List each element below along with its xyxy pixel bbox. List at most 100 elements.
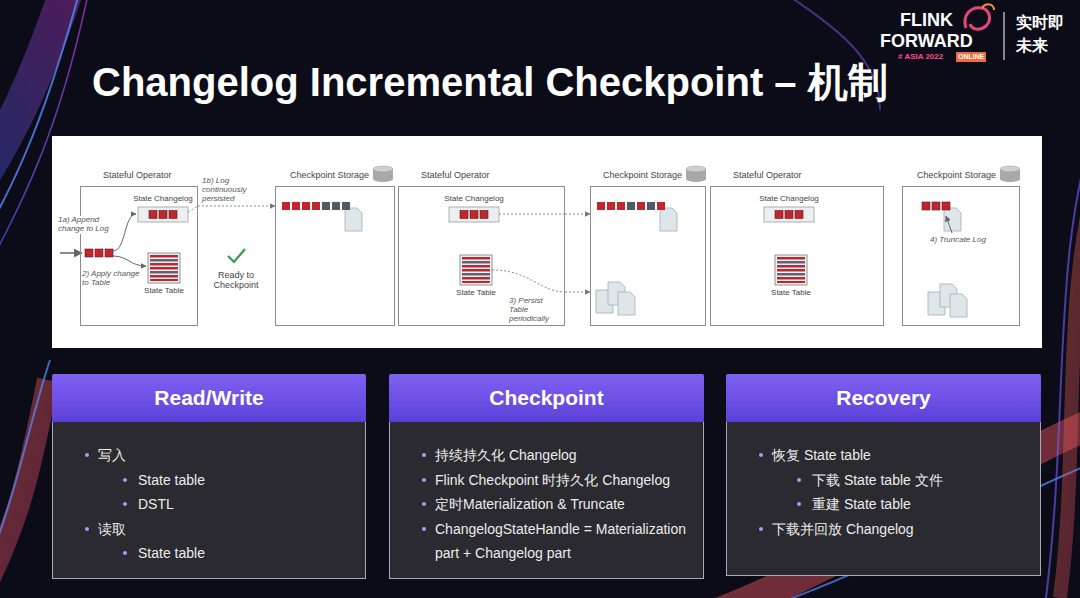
component-label: State Table	[452, 289, 500, 298]
illustration-part	[332, 202, 340, 210]
illustration-part	[282, 202, 290, 210]
component-box: Stateful Operator	[80, 186, 198, 326]
logo-subtext: # ASIA 2022	[898, 53, 943, 62]
illustration-part	[312, 202, 320, 210]
bullet-dot	[123, 478, 127, 482]
illustration-part	[188, 206, 198, 212]
bullet-dot	[85, 453, 89, 457]
bullet-dot	[422, 453, 426, 457]
bullet-item: 重建 State table	[727, 492, 1030, 517]
illustration-part	[0, 360, 50, 560]
illustration-part	[1000, 166, 1020, 182]
bullet-item: State table	[53, 468, 355, 493]
illustration-part	[449, 207, 499, 222]
component-label: State Table	[767, 289, 815, 298]
illustration-part	[148, 253, 180, 283]
bullet-dot	[422, 502, 426, 506]
info-card: Recovery 恢复 State table 下载 State table 文件重…	[726, 374, 1041, 576]
illustration-part	[1060, 160, 1080, 598]
illustration-part	[627, 202, 635, 210]
bullet-dot	[123, 502, 127, 506]
illustration-part	[342, 202, 350, 210]
connector-label: 3) Persist Table periodically	[509, 296, 561, 323]
bullet-text: 下载 State table 文件	[812, 472, 943, 488]
box-heading: Checkpoint Storage	[917, 170, 996, 181]
step-note: 2) Apply change to Table	[82, 270, 142, 288]
info-card: Checkpoint 持续持久化 ChangelogFlink Checkpoin…	[389, 374, 704, 579]
bullet-item: State table	[53, 541, 355, 566]
illustration-part	[85, 249, 113, 257]
box-heading: Checkpoint Storage	[290, 170, 369, 181]
card-title: Checkpoint	[489, 386, 603, 409]
bullet-text: 重建 State table	[812, 496, 911, 512]
illustration-part	[607, 202, 615, 210]
logo-text: FORWARD	[880, 31, 973, 51]
bullet-text: 读取	[98, 521, 126, 537]
step-note: 4) Truncate Log	[930, 236, 996, 245]
illustration-part	[775, 255, 807, 285]
illustration-part	[647, 202, 655, 210]
slogan-text: 实时即	[1016, 14, 1064, 32]
illustration-part	[345, 208, 362, 231]
bullet-dot	[123, 551, 127, 555]
bullet-dot	[797, 478, 801, 482]
card-header: Checkpoint	[389, 374, 704, 422]
component-box: Stateful Operator	[710, 186, 884, 326]
bullet-text: Flink Checkpoint 时持久化 Changelog	[435, 472, 670, 488]
storage-1-illustration	[282, 166, 393, 231]
illustration-part	[113, 256, 146, 266]
illustration-part	[302, 202, 310, 210]
bullet-text: State table	[138, 545, 205, 561]
card-title: Read/Write	[154, 386, 263, 409]
illustration-part	[637, 202, 645, 210]
illustration-part	[686, 166, 706, 182]
illustration-part	[946, 216, 952, 233]
illustration-part	[1004, 12, 1005, 60]
slide-title: Changelog Incremental Checkpoint – 机制	[92, 58, 888, 106]
illustration-part	[617, 202, 625, 210]
illustration-part	[1046, 110, 1080, 598]
illustration-part	[928, 284, 967, 317]
box-heading: Checkpoint Storage	[603, 170, 682, 181]
logo-badge: ONLINE	[956, 52, 986, 62]
logo-text: FLINK	[900, 10, 953, 30]
component-label: State Changelog	[444, 195, 504, 204]
status-note: Ready to Checkpoint	[206, 270, 266, 290]
illustration-part	[322, 202, 330, 210]
bullet-item: 读取	[53, 517, 355, 542]
operator-2-illustration	[449, 207, 565, 292]
bullet-text: State table	[138, 472, 205, 488]
bullet-item: 写入	[53, 443, 355, 468]
illustration-part	[113, 214, 136, 251]
illustration-part	[597, 202, 605, 210]
illustration-part	[922, 202, 950, 210]
bullet-item: 下载并回放 Changelog	[727, 517, 1030, 542]
illustration-part	[700, 420, 1080, 598]
bullet-text: 持续持久化 Changelog	[435, 447, 577, 463]
bullet-item: 恢复 State table	[727, 443, 1030, 468]
illustration-part	[292, 202, 300, 210]
step-note: 1a) Append change to Log	[58, 216, 110, 234]
bullet-item: DSTL	[53, 492, 355, 517]
illustration-part	[982, 4, 994, 10]
component-label: State Changelog	[133, 195, 193, 204]
storage-2-illustration	[596, 166, 706, 315]
card-title: Recovery	[836, 386, 931, 409]
bullet-text: 写入	[98, 447, 126, 463]
slogan-text: 未来	[1016, 37, 1048, 55]
bullet-item: 下载 State table 文件	[727, 468, 1030, 493]
illustration-part	[499, 214, 565, 215]
dotted-connector	[565, 214, 590, 215]
bullet-item: 定时Materialization & Truncate	[390, 492, 693, 517]
bullet-text: 恢复 State table	[772, 447, 871, 463]
bullet-item: Flink Checkpoint 时持久化 Changelog	[390, 468, 693, 493]
illustration-part	[660, 208, 677, 231]
bullet-item: 持续持久化 Changelog	[390, 443, 693, 468]
illustration-part	[764, 207, 814, 222]
bullet-dot	[422, 478, 426, 482]
card-header: Read/Write	[52, 374, 366, 422]
connector-label: 1b) Log continuously persisted	[202, 176, 272, 203]
card-body: 写入State tableDSTL读取State table	[52, 422, 366, 579]
